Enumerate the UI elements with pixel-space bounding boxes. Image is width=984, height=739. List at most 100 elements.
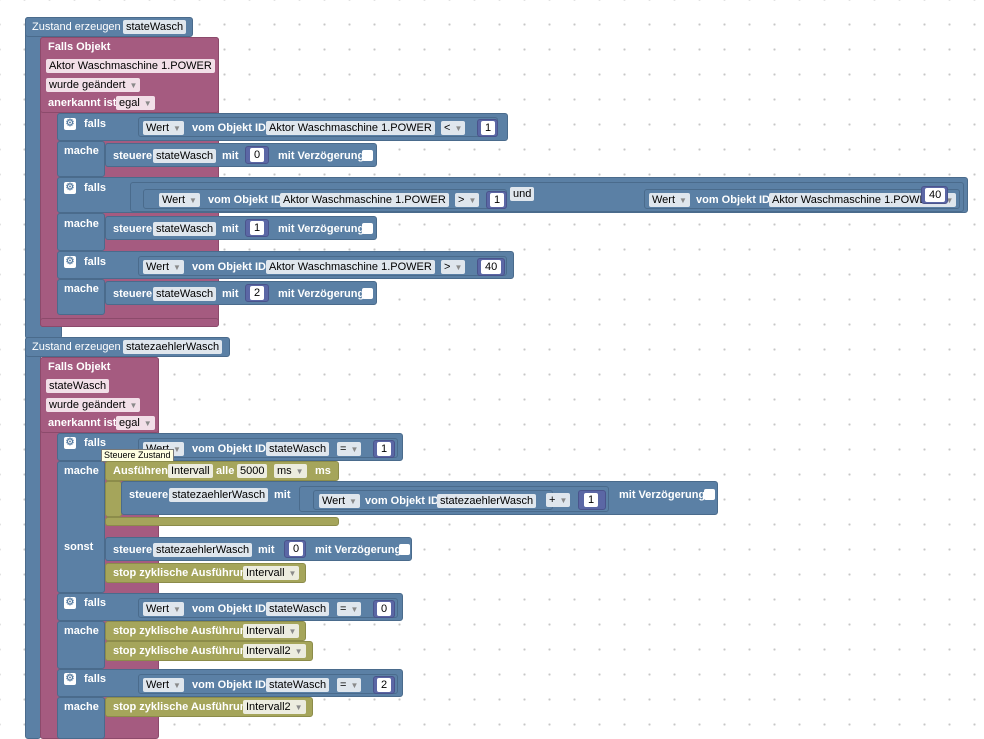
number-field[interactable]: 1 <box>584 493 599 507</box>
interval-dropdown[interactable]: Intervall2▼ <box>243 700 306 714</box>
number-field[interactable]: 2 <box>250 286 265 300</box>
set-state-block[interactable]: steuere stateWasch mit 2 mit Verzögerung <box>105 281 377 305</box>
number-block[interactable]: 1 <box>486 191 507 209</box>
if-block-1-2[interactable]: ⚙ falls Wert▼ vom Objekt ID Aktor Waschm… <box>57 177 968 213</box>
gear-icon[interactable]: ⚙ <box>64 182 76 194</box>
create-state-block-2[interactable] <box>25 337 41 739</box>
object-id-field[interactable]: stateWasch <box>266 602 330 616</box>
operator-dropdown[interactable]: >▼ <box>455 193 480 207</box>
number-field[interactable]: 1 <box>481 121 496 135</box>
if-block-2-3[interactable]: ⚙ falls Wert▼ vom Objekt ID stateWasch =… <box>57 669 403 697</box>
number-field[interactable]: 0 <box>250 148 265 162</box>
compare-block[interactable]: Wert▼ vom Objekt ID Aktor Waschmaschine … <box>138 117 498 137</box>
value-dropdown[interactable]: Wert▼ <box>143 678 184 692</box>
stop-interval-block[interactable]: stop zyklische Ausführung Intervall▼ <box>105 621 306 641</box>
object-id-field[interactable]: stateWasch <box>266 678 330 692</box>
compare-block[interactable]: Wert▼ vom Objekt ID stateWasch =▼ 1 <box>138 438 398 458</box>
compare-block[interactable]: Wert▼ vom Objekt ID stateWasch =▼ 0 <box>138 598 398 618</box>
number-field[interactable]: 0 <box>377 602 392 616</box>
operator-dropdown[interactable]: >▼ <box>441 260 466 274</box>
interval-block[interactable]: Ausführen Intervall alle 5000 ms▼ ms <box>105 461 339 481</box>
number-field[interactable]: 2 <box>377 678 392 692</box>
create-state-header-1[interactable]: Zustand erzeugen stateWasch <box>25 17 193 37</box>
create-state-header-2[interactable]: Zustand erzeugen statezaehlerWasch <box>25 337 230 357</box>
set-state-block[interactable]: steuere stateWasch mit 0 mit Verzögerung <box>105 143 377 167</box>
stop-interval-block[interactable]: stop zyklische Ausführung Intervall2▼ <box>105 641 313 661</box>
number-block[interactable]: 1 <box>578 490 606 510</box>
math-block[interactable]: Wert▼ vom Objekt ID statezaehlerWasch +▼… <box>299 486 609 512</box>
unit-dropdown[interactable]: ms▼ <box>274 464 307 478</box>
set-state-block[interactable]: steuere stateWasch mit 1 mit Verzögerung <box>105 216 377 240</box>
value-dropdown[interactable]: Wert▼ <box>159 193 200 207</box>
value-dropdown[interactable]: Wert▼ <box>649 193 690 207</box>
compare-block[interactable]: Wert▼ vom Objekt ID Aktor Waschmaschine … <box>143 189 507 209</box>
gear-icon[interactable]: ⚙ <box>64 437 76 449</box>
number-block[interactable]: 0 <box>284 540 306 558</box>
object-id-field[interactable]: Aktor Waschmaschine 1.POWER <box>266 260 435 274</box>
trigger-object-field[interactable]: Aktor Waschmaschine 1.POWER <box>46 59 215 73</box>
math-operator-dropdown[interactable]: +▼ <box>546 493 571 507</box>
interval-dropdown[interactable]: Intervall2▼ <box>243 644 306 658</box>
compare-block[interactable]: Wert▼ vom Objekt ID stateWasch =▼ 2 <box>138 674 398 694</box>
object-id-field[interactable]: Aktor Waschmaschine 1.POWER <box>769 193 938 207</box>
ack-dropdown[interactable]: egal▼ <box>116 416 155 430</box>
if-block-1-1[interactable]: ⚙ falls Wert▼ vom Objekt ID Aktor Waschm… <box>57 113 508 141</box>
set-state-block[interactable]: steuere statezaehlerWasch mit Wert▼ vom … <box>121 481 718 515</box>
state-name-field[interactable]: statezaehlerWasch <box>123 340 223 354</box>
set-state-field[interactable]: stateWasch <box>153 149 217 163</box>
and-dropdown[interactable]: und <box>510 187 535 201</box>
value-dropdown[interactable]: Wert▼ <box>319 494 360 508</box>
stop-interval-block[interactable]: stop zyklische Ausführung Intervall▼ <box>105 563 306 583</box>
number-block[interactable]: 2 <box>245 284 269 302</box>
number-field[interactable]: 0 <box>289 542 304 556</box>
value-dropdown[interactable]: Wert▼ <box>143 121 184 135</box>
operator-dropdown[interactable]: =▼ <box>337 442 362 456</box>
interval-dropdown[interactable]: Intervall▼ <box>243 624 300 638</box>
number-field[interactable]: 1 <box>490 193 505 207</box>
object-id-field[interactable]: stateWasch <box>266 442 330 456</box>
operator-dropdown[interactable]: =▼ <box>337 678 362 692</box>
gear-icon[interactable]: ⚙ <box>64 118 76 130</box>
gear-icon[interactable]: ⚙ <box>64 256 76 268</box>
interval-dropdown[interactable]: Intervall▼ <box>243 566 300 580</box>
number-block[interactable]: 0 <box>373 600 395 618</box>
set-state-field[interactable]: stateWasch <box>153 222 217 236</box>
if-block-2-1[interactable]: ⚙ falls Wert▼ vom Objekt ID stateWasch =… <box>57 433 403 461</box>
trigger-event-dropdown[interactable]: wurde geändert▼ <box>46 398 141 412</box>
value-dropdown[interactable]: Wert▼ <box>143 260 184 274</box>
number-block[interactable]: 40 <box>477 258 505 276</box>
delay-checkbox[interactable] <box>362 223 373 234</box>
interval-ms-field[interactable]: 5000 <box>237 464 268 478</box>
delay-checkbox[interactable] <box>362 150 373 161</box>
and-block[interactable]: Wert▼ vom Objekt ID Aktor Waschmaschine … <box>130 182 964 212</box>
trigger-header-1[interactable]: Falls Objekt Aktor Waschmaschine 1.POWER… <box>40 37 219 113</box>
number-field[interactable]: 1 <box>377 442 392 456</box>
gear-icon[interactable]: ⚙ <box>64 673 76 685</box>
operator-dropdown[interactable]: <▼ <box>441 121 466 135</box>
number-block[interactable]: 1 <box>245 219 269 237</box>
compare-block[interactable]: Wert▼ vom Objekt ID statezaehlerWasch <box>313 490 553 510</box>
trigger-header-2[interactable]: Falls Objekt stateWasch wurde geändert▼ … <box>40 357 159 433</box>
set-state-field[interactable]: statezaehlerWasch <box>169 488 269 502</box>
compare-block-2[interactable]: Wert▼ vom Objekt ID Aktor Waschmaschine … <box>644 189 960 209</box>
set-state-field[interactable]: stateWasch <box>153 287 217 301</box>
operator-dropdown[interactable]: =▼ <box>337 602 362 616</box>
delay-checkbox[interactable] <box>362 288 373 299</box>
if-block-2-2[interactable]: ⚙ falls Wert▼ vom Objekt ID stateWasch =… <box>57 593 403 621</box>
delay-checkbox[interactable] <box>704 489 715 500</box>
interval-name-field[interactable]: Intervall <box>168 464 213 478</box>
stop-interval-block[interactable]: stop zyklische Ausführung Intervall2▼ <box>105 697 313 717</box>
object-id-field[interactable]: statezaehlerWasch <box>437 494 537 508</box>
object-id-field[interactable]: Aktor Waschmaschine 1.POWER <box>280 193 449 207</box>
trigger-object-field[interactable]: stateWasch <box>46 379 110 393</box>
delay-checkbox[interactable] <box>399 544 410 555</box>
number-block[interactable]: 1 <box>477 119 498 137</box>
set-state-block[interactable]: steuere statezaehlerWasch mit 0 mit Verz… <box>105 537 412 561</box>
number-block[interactable]: 40 <box>921 186 948 204</box>
gear-icon[interactable]: ⚙ <box>64 597 76 609</box>
trigger-event-dropdown[interactable]: wurde geändert▼ <box>46 78 141 92</box>
number-block[interactable]: 0 <box>245 146 269 164</box>
ack-dropdown[interactable]: egal▼ <box>116 96 155 110</box>
if-block-1-3[interactable]: ⚙ falls Wert▼ vom Objekt ID Aktor Waschm… <box>57 251 514 279</box>
state-name-field[interactable]: stateWasch <box>123 20 187 34</box>
